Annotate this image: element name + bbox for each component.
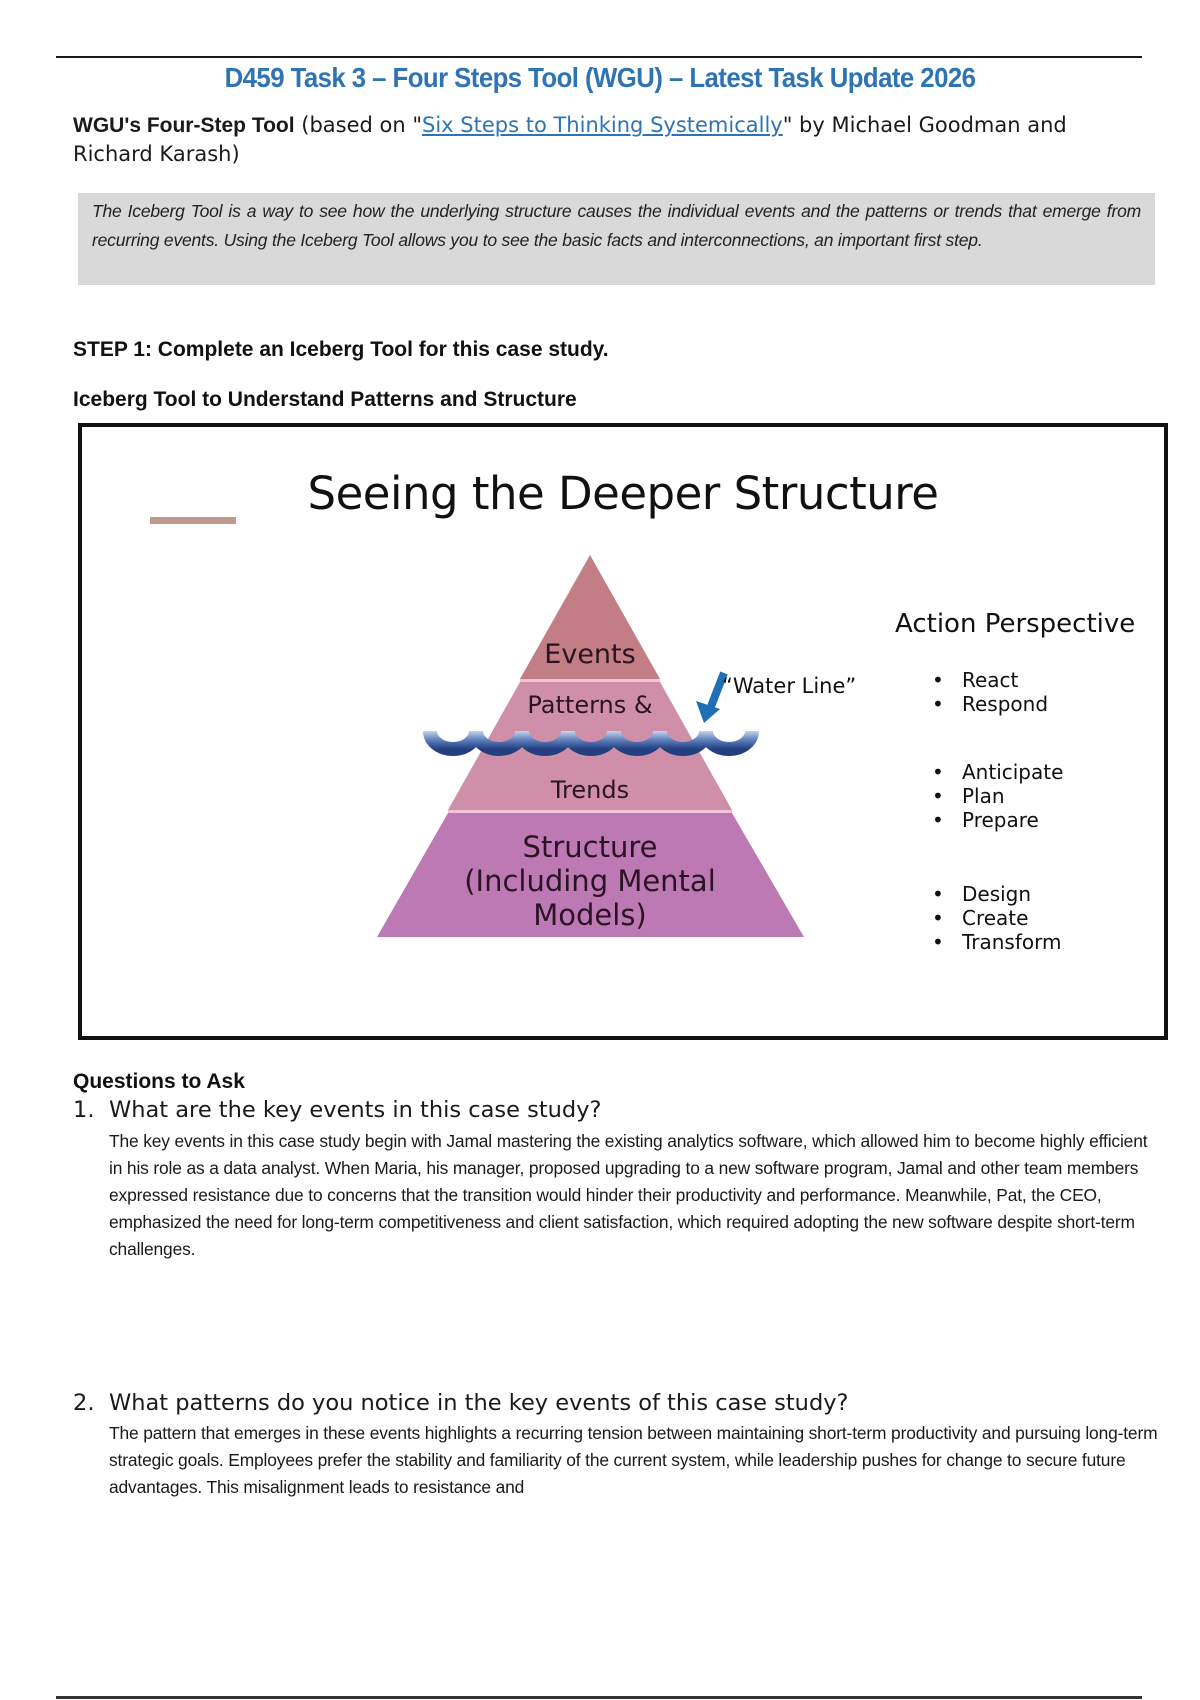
action-group-patterns: Anticipate Plan Prepare: [932, 760, 1063, 832]
iceberg-note: The Iceberg Tool is a way to see how the…: [78, 193, 1155, 285]
level-events: [520, 555, 660, 679]
action-item: Transform: [932, 930, 1061, 954]
question-text: What are the key events in this case stu…: [109, 1097, 602, 1123]
action-item: React: [932, 668, 1048, 692]
answer-2: The pattern that emerges in these events…: [109, 1423, 1158, 1497]
question-number: 1.: [73, 1097, 95, 1123]
question-text: What patterns do you notice in the key e…: [109, 1390, 849, 1416]
question-number: 2.: [73, 1390, 95, 1416]
question-1: 1. What are the key events in this case s…: [73, 1097, 601, 1123]
action-group-structure: Design Create Transform: [932, 882, 1061, 954]
water-line-waves: [423, 730, 759, 756]
action-item: Anticipate: [932, 760, 1063, 784]
step-heading: STEP 1: Complete an Iceberg Tool for thi…: [73, 338, 609, 361]
action-item: Create: [932, 906, 1061, 930]
accent-bar: [150, 517, 236, 524]
label-events: Events: [544, 639, 636, 670]
bottom-rule: [56, 1696, 1142, 1699]
action-item: Design: [932, 882, 1061, 906]
label-trends: Trends: [550, 776, 630, 804]
action-perspective-title: Action Perspective: [895, 609, 1136, 639]
document-title: D459 Task 3 – Four Steps Tool (WGU) – La…: [224, 62, 976, 93]
diagram-title: Seeing the Deeper Structure: [307, 467, 939, 520]
source-link[interactable]: Six Steps to Thinking Systemically: [422, 113, 783, 137]
questions-heading: Questions to Ask: [73, 1070, 245, 1093]
label-structure: Structure (Including Mental Models): [440, 830, 740, 932]
action-item: Respond: [932, 692, 1048, 716]
subtitle-post: " by Michael Goodman and Richard Karash): [73, 113, 1067, 166]
label-structure-line: Models): [533, 898, 647, 932]
action-group-events: React Respond: [932, 668, 1048, 716]
question-2: 2. What patterns do you notice in the key…: [73, 1390, 848, 1416]
iceberg-diagram: Seeing the Deeper Structure Events Patte…: [78, 423, 1168, 1040]
top-rule: [56, 56, 1142, 58]
label-structure-line: Structure: [522, 830, 658, 864]
water-line-label: “Water Line”: [722, 674, 857, 698]
subtitle: WGU's Four-Step Tool (based on "Six Step…: [73, 111, 1073, 168]
answer-1: The key events in this case study begin …: [109, 1131, 1148, 1259]
subtitle-pre: (based on ": [294, 113, 423, 137]
label-structure-line: (Including Mental: [464, 864, 716, 898]
action-item: Plan: [932, 784, 1063, 808]
level-structure: [377, 813, 804, 937]
subtitle-bold: WGU's Four-Step Tool: [73, 114, 295, 137]
water-line-arrow-icon: [696, 671, 728, 723]
iceberg-heading: Iceberg Tool to Understand Patterns and …: [73, 388, 577, 411]
label-patterns: Patterns &: [527, 691, 653, 719]
action-item: Prepare: [932, 808, 1063, 832]
iceberg-graphic: [377, 555, 804, 937]
